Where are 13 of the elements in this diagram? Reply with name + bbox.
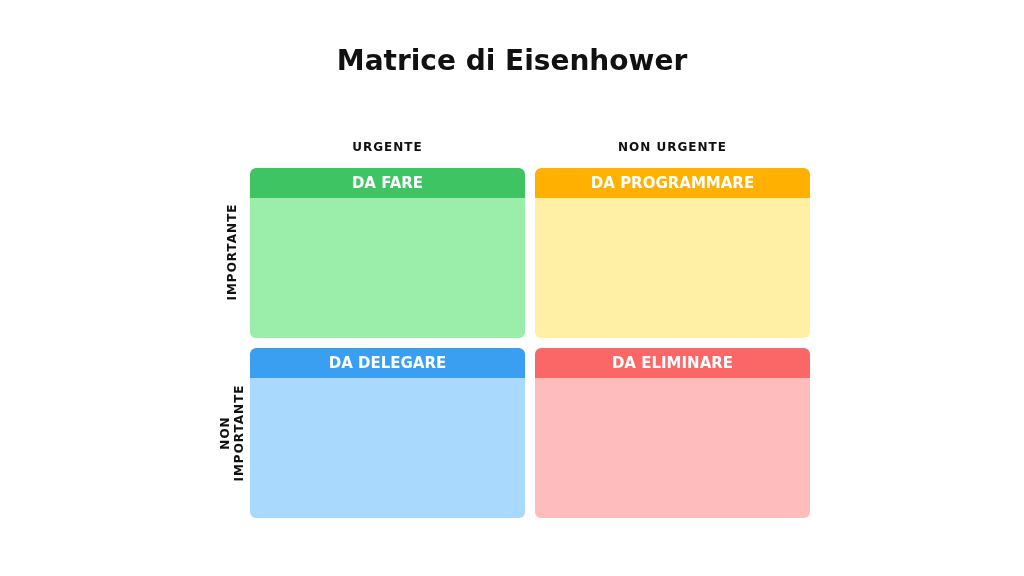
quadrant-header: DA FARE bbox=[250, 168, 525, 198]
axis-label: URGENTE bbox=[351, 140, 424, 154]
quadrant-header: DA DELEGARE bbox=[250, 348, 525, 378]
quadrant-card bbox=[535, 348, 810, 518]
quadrant-card bbox=[250, 168, 525, 338]
quadrant-header: DA PROGRAMMARE bbox=[535, 168, 810, 198]
quadrant-card bbox=[250, 348, 525, 518]
axis-label: NON IMPORTANTE bbox=[218, 383, 246, 484]
quadrant-card bbox=[535, 168, 810, 338]
diagram-title: Matrice di Eisenhower bbox=[335, 44, 689, 77]
axis-label: IMPORTANTE bbox=[225, 202, 239, 303]
axis-label: NON URGENTE bbox=[617, 140, 728, 154]
quadrant-header: DA ELIMINARE bbox=[535, 348, 810, 378]
